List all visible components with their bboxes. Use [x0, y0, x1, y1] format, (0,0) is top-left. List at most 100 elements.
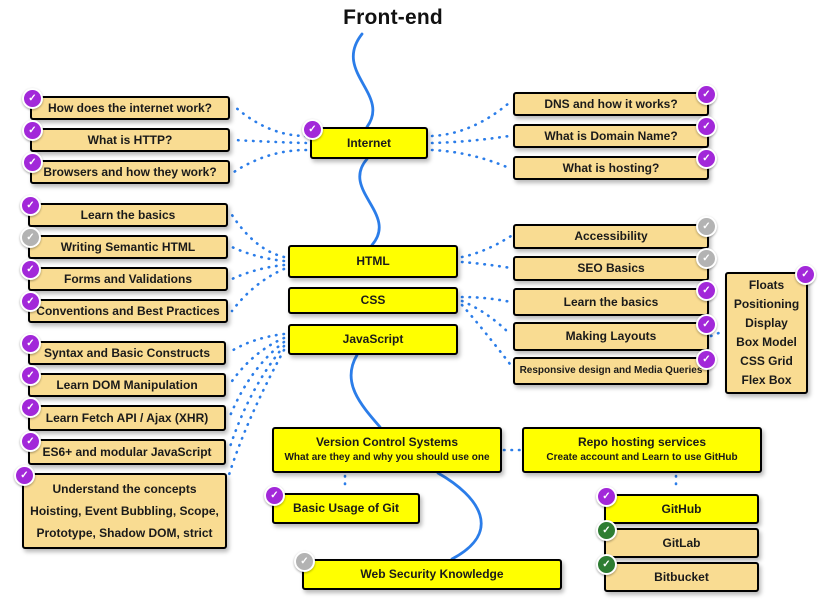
purple-check-icon: ✓: [696, 280, 717, 301]
node-learn-dom-manipulation[interactable]: ✓ Learn DOM Manipulation: [20, 365, 226, 397]
green-check-icon: ✓: [596, 520, 617, 541]
node-label: DNS and how it works?: [544, 96, 678, 111]
node-label: Version Control Systems: [315, 435, 459, 450]
node-html[interactable]: HTML: [288, 245, 458, 278]
node-what-is-http[interactable]: ✓ What is HTTP?: [22, 120, 230, 152]
node-label: What is hosting?: [562, 160, 660, 175]
node-label: JavaScript: [342, 332, 404, 346]
purple-check-icon: ✓: [20, 259, 41, 280]
purple-check-icon: ✓: [696, 349, 717, 370]
purple-check-icon: ✓: [696, 314, 717, 335]
gray-check-icon: ✓: [696, 248, 717, 269]
node-github[interactable]: ✓ GitHub: [596, 486, 759, 524]
purple-check-icon: ✓: [264, 485, 285, 506]
node-label: Repo hosting services: [577, 435, 707, 450]
node-label: Conventions and Best Practices: [36, 303, 220, 318]
purple-check-icon: ✓: [302, 119, 323, 140]
node-label: HTML: [356, 254, 390, 268]
node-css-learn-basics[interactable]: ✓ Learn the basics: [513, 280, 717, 316]
node-css[interactable]: CSS: [288, 287, 458, 314]
node-label: SEO Basics: [577, 261, 645, 275]
node-label: Forms and Validations: [63, 271, 193, 286]
node-line: Display: [745, 316, 788, 330]
node-label: Basic Usage of Git: [292, 501, 400, 515]
node-writing-semantic-html[interactable]: ✓ Writing Semantic HTML: [20, 227, 228, 259]
purple-check-icon: ✓: [696, 84, 717, 105]
node-label: Browsers and how they work?: [43, 164, 217, 179]
node-what-is-domain-name[interactable]: ✓ What is Domain Name?: [513, 116, 717, 148]
node-line: Flex Box: [741, 373, 792, 387]
node-label: What is HTTP?: [87, 132, 173, 147]
node-label: GitHub: [661, 501, 702, 516]
purple-check-icon: ✓: [696, 148, 717, 169]
node-web-security-knowledge[interactable]: ✓Web Security Knowledge: [294, 551, 562, 590]
node-syntax-basic-constructs[interactable]: ✓Syntax and Basic Constructs: [20, 333, 226, 365]
green-check-icon: ✓: [596, 554, 617, 575]
node-conventions-best-practices[interactable]: ✓Conventions and Best Practices: [20, 291, 228, 323]
node-seo-basics[interactable]: ✓ SEO Basics: [513, 248, 717, 281]
node-line: Floats: [748, 278, 785, 292]
node-basic-usage-of-git[interactable]: ✓ Basic Usage of Git: [264, 485, 420, 524]
purple-check-icon: ✓: [22, 152, 43, 173]
node-label: Learn the basics: [80, 207, 176, 222]
node-es6-modular-javascript[interactable]: ✓ES6+ and modular JavaScript: [20, 431, 226, 465]
purple-check-icon: ✓: [22, 88, 43, 109]
node-line: Positioning: [733, 297, 800, 311]
purple-check-icon: ✓: [696, 116, 717, 137]
purple-check-icon: ✓: [20, 397, 41, 418]
node-label: Learn DOM Manipulation: [56, 377, 198, 392]
purple-check-icon: ✓: [20, 291, 41, 312]
node-sublabel: What are they and why you should use one: [284, 452, 490, 464]
node-label: Writing Semantic HTML: [60, 239, 196, 254]
node-label: CSS: [360, 293, 386, 307]
purple-check-icon: ✓: [20, 195, 41, 216]
node-label: Learn the basics: [563, 294, 659, 309]
node-dns-how-it-works[interactable]: ✓ DNS and how it works?: [513, 84, 717, 116]
node-javascript[interactable]: JavaScript: [288, 324, 458, 355]
gray-check-icon: ✓: [20, 227, 41, 248]
node-forms-and-validations[interactable]: ✓ Forms and Validations: [20, 259, 228, 291]
node-label: Syntax and Basic Constructs: [43, 345, 211, 360]
node-accessibility[interactable]: ✓ Accessibility: [513, 216, 717, 249]
node-label: Bitbucket: [654, 569, 709, 584]
purple-check-icon: ✓: [795, 264, 816, 285]
purple-check-icon: ✓: [20, 333, 41, 354]
node-internet[interactable]: ✓ Internet: [302, 119, 428, 159]
node-label: What is Domain Name?: [544, 128, 678, 143]
node-label: How does the internet work?: [47, 100, 212, 115]
page-title: Front-end: [343, 6, 443, 29]
node-what-is-hosting[interactable]: ✓ What is hosting?: [513, 148, 717, 180]
node-label: Accessibility: [574, 229, 648, 243]
node-label: GitLab: [662, 535, 701, 550]
gray-check-icon: ✓: [294, 551, 315, 572]
gray-check-icon: ✓: [696, 216, 717, 237]
node-sublabel: Create account and Learn to use GitHub: [546, 452, 738, 464]
purple-check-icon: ✓: [22, 120, 43, 141]
node-responsive-media-queries[interactable]: ✓Responsive design and Media Queries: [513, 349, 717, 385]
node-how-internet-works[interactable]: ✓ How does the internet work?: [22, 88, 230, 120]
node-label: Internet: [346, 135, 391, 150]
node-line: Hoisting, Event Bubbling, Scope,: [30, 504, 219, 518]
purple-check-icon: ✓: [596, 486, 617, 507]
node-html-learn-basics[interactable]: ✓ Learn the basics: [20, 195, 228, 227]
node-gitlab[interactable]: ✓ GitLab: [596, 520, 759, 558]
node-label: ES6+ and modular JavaScript: [42, 444, 212, 459]
node-learn-fetch-ajax[interactable]: ✓ Learn Fetch API / Ajax (XHR): [20, 397, 226, 431]
node-line: Prototype, Shadow DOM, strict: [36, 526, 213, 540]
node-label: Responsive design and Media Queries: [519, 364, 703, 376]
node-line: CSS Grid: [740, 354, 793, 368]
node-line: Box Model: [736, 335, 797, 349]
purple-check-icon: ✓: [14, 465, 35, 486]
node-bitbucket[interactable]: ✓ Bitbucket: [596, 554, 759, 592]
node-label: Making Layouts: [565, 329, 657, 343]
node-browsers-how-they-work[interactable]: ✓Browsers and how they work?: [22, 152, 230, 184]
node-label: Learn Fetch API / Ajax (XHR): [45, 410, 209, 425]
purple-check-icon: ✓: [20, 365, 41, 386]
node-making-layouts[interactable]: ✓ Making Layouts: [513, 314, 717, 351]
purple-check-icon: ✓: [20, 431, 41, 452]
